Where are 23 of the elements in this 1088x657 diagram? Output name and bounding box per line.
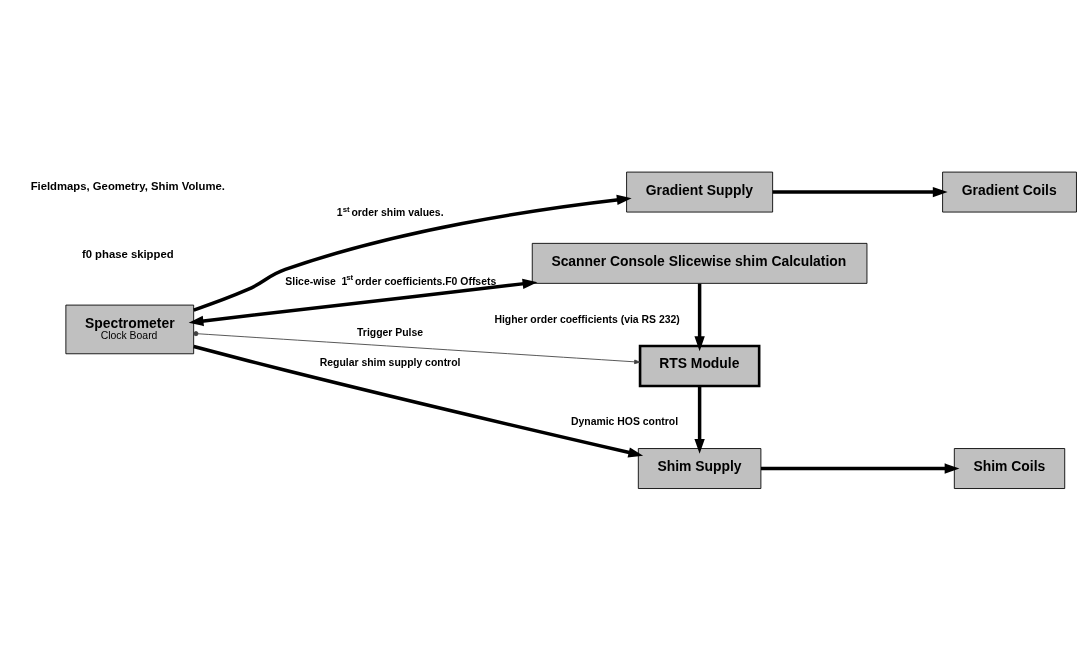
label: Fieldmaps, Geometry, Shim Volume. (30, 179, 225, 192)
label: f0 phase skipped (81, 247, 174, 260)
edge-label: Slice-wise 1$^{st}$ order coefficients.F0 Offsets (285, 272, 497, 287)
arrow (193, 194, 632, 312)
arrow (694, 385, 705, 454)
edge-label: 1$^{st}$ order shim values. (336, 204, 444, 218)
arrow (761, 462, 960, 474)
node-box: Spectrometer Clock Board (65, 304, 195, 354)
arrow (193, 344, 644, 457)
edge-label: Higher order coefficients (via RS 232) (494, 313, 680, 325)
arrow (694, 283, 705, 351)
node-box: Shim Coils (953, 447, 1066, 489)
node-box: Scanner Console Slicewise shim Calculation (531, 242, 868, 284)
edge-label: Dynamic HOS control (570, 415, 679, 427)
arrow (772, 186, 948, 197)
node-box: Gradient Coils (942, 171, 1077, 212)
edge-label: Trigger Pulse (357, 326, 424, 338)
node-box: Shim Supply (637, 447, 762, 489)
edge-label: Regular shim supply control (319, 356, 461, 368)
arrow (193, 330, 641, 364)
node-box: RTS Module (638, 344, 761, 387)
node-box: Gradient Supply (626, 171, 774, 212)
arrow (188, 278, 538, 326)
